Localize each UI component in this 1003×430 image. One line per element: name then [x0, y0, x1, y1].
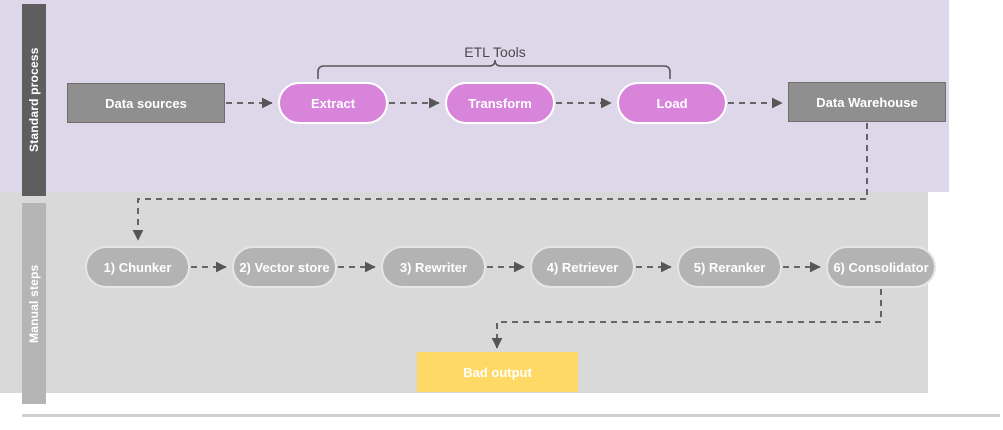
node-chunker[interactable]: 1) Chunker — [85, 246, 190, 288]
node-retriever[interactable]: 4) Retriever — [530, 246, 635, 288]
node-extract[interactable]: Extract — [278, 82, 388, 124]
bottom-divider — [22, 414, 1000, 417]
node-consolidator[interactable]: 6) Consolidator — [826, 246, 936, 288]
node-reranker[interactable]: 5) Reranker — [677, 246, 782, 288]
lane-label-manual-steps: Manual steps — [22, 203, 46, 404]
node-data-sources[interactable]: Data sources — [67, 83, 225, 123]
node-vector-store[interactable]: 2) Vector store — [232, 246, 337, 288]
node-bad-output[interactable]: Bad output — [417, 352, 578, 392]
node-rewriter[interactable]: 3) Rewriter — [381, 246, 486, 288]
node-data-warehouse[interactable]: Data Warehouse — [788, 82, 946, 122]
etl-tools-label: ETL Tools — [464, 44, 526, 60]
lane-label-standard-process: Standard process — [22, 4, 46, 196]
node-transform[interactable]: Transform — [445, 82, 555, 124]
node-load[interactable]: Load — [617, 82, 727, 124]
